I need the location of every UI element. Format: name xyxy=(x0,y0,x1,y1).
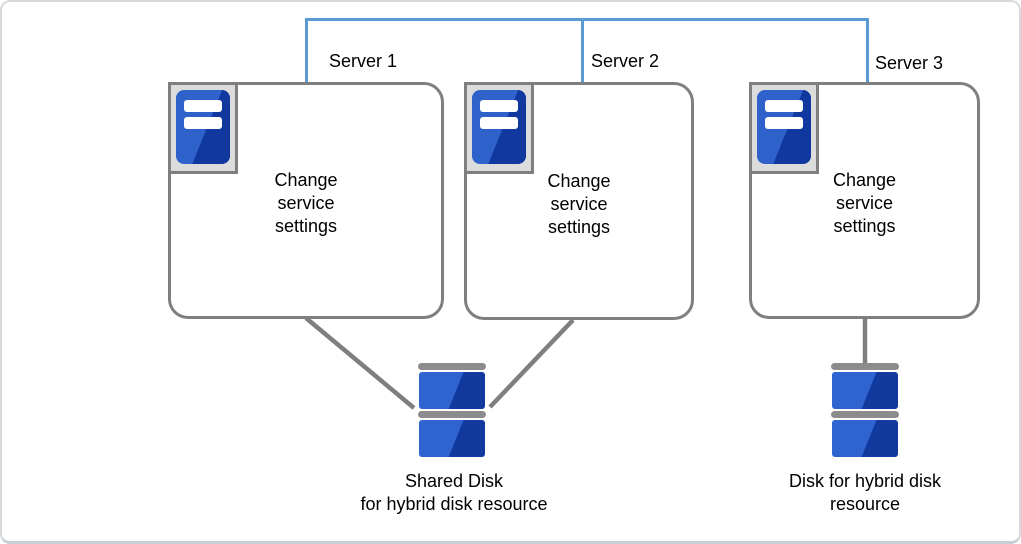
server-tower-body xyxy=(757,90,811,164)
network-interconnect-line xyxy=(305,18,869,82)
hybrid-disk-caption: Disk for hybrid disk resource xyxy=(788,471,942,514)
disk-platter-bar xyxy=(418,411,486,418)
server-drive-bay xyxy=(480,100,518,112)
server-tower-body xyxy=(472,90,526,164)
server-1-label: Server 1 xyxy=(329,51,398,71)
server-drive-bay xyxy=(765,117,803,129)
hybrid-disk-stack-icon xyxy=(830,363,900,457)
server-drive-bay xyxy=(184,117,222,129)
server-2-change-service-settings-text: Change service settings xyxy=(547,170,611,237)
server-3-change-service-settings-text: Change service settings xyxy=(832,170,897,236)
server2-shared-disk-connector xyxy=(488,318,575,409)
shared-disk-caption: Shared Disk for hybrid disk resource xyxy=(360,471,548,514)
server-drive-bay xyxy=(480,117,518,129)
disk-platter-body xyxy=(419,420,485,457)
disk-platter-body xyxy=(832,372,898,409)
server-tower-icon xyxy=(464,82,534,174)
server-2-label: Server 2 xyxy=(591,51,660,71)
server-tower-body xyxy=(176,90,230,164)
server-3-label: Server 3 xyxy=(875,53,944,73)
server-1-change-service-settings-text: Change service settings xyxy=(274,170,338,236)
server-tower-icon xyxy=(749,82,819,174)
disk-platter-bar xyxy=(831,363,899,370)
server-drive-bay xyxy=(184,100,222,112)
disk-platter-body xyxy=(832,420,898,457)
shared-disk-stack-icon xyxy=(417,363,487,457)
disk-platter-bar xyxy=(418,363,486,370)
server-drive-bay xyxy=(765,100,803,112)
disk-platter-bar xyxy=(831,411,899,418)
disk-platter-body xyxy=(419,372,485,409)
server1-shared-disk-connector xyxy=(304,316,416,410)
server-tower-icon xyxy=(168,82,238,174)
